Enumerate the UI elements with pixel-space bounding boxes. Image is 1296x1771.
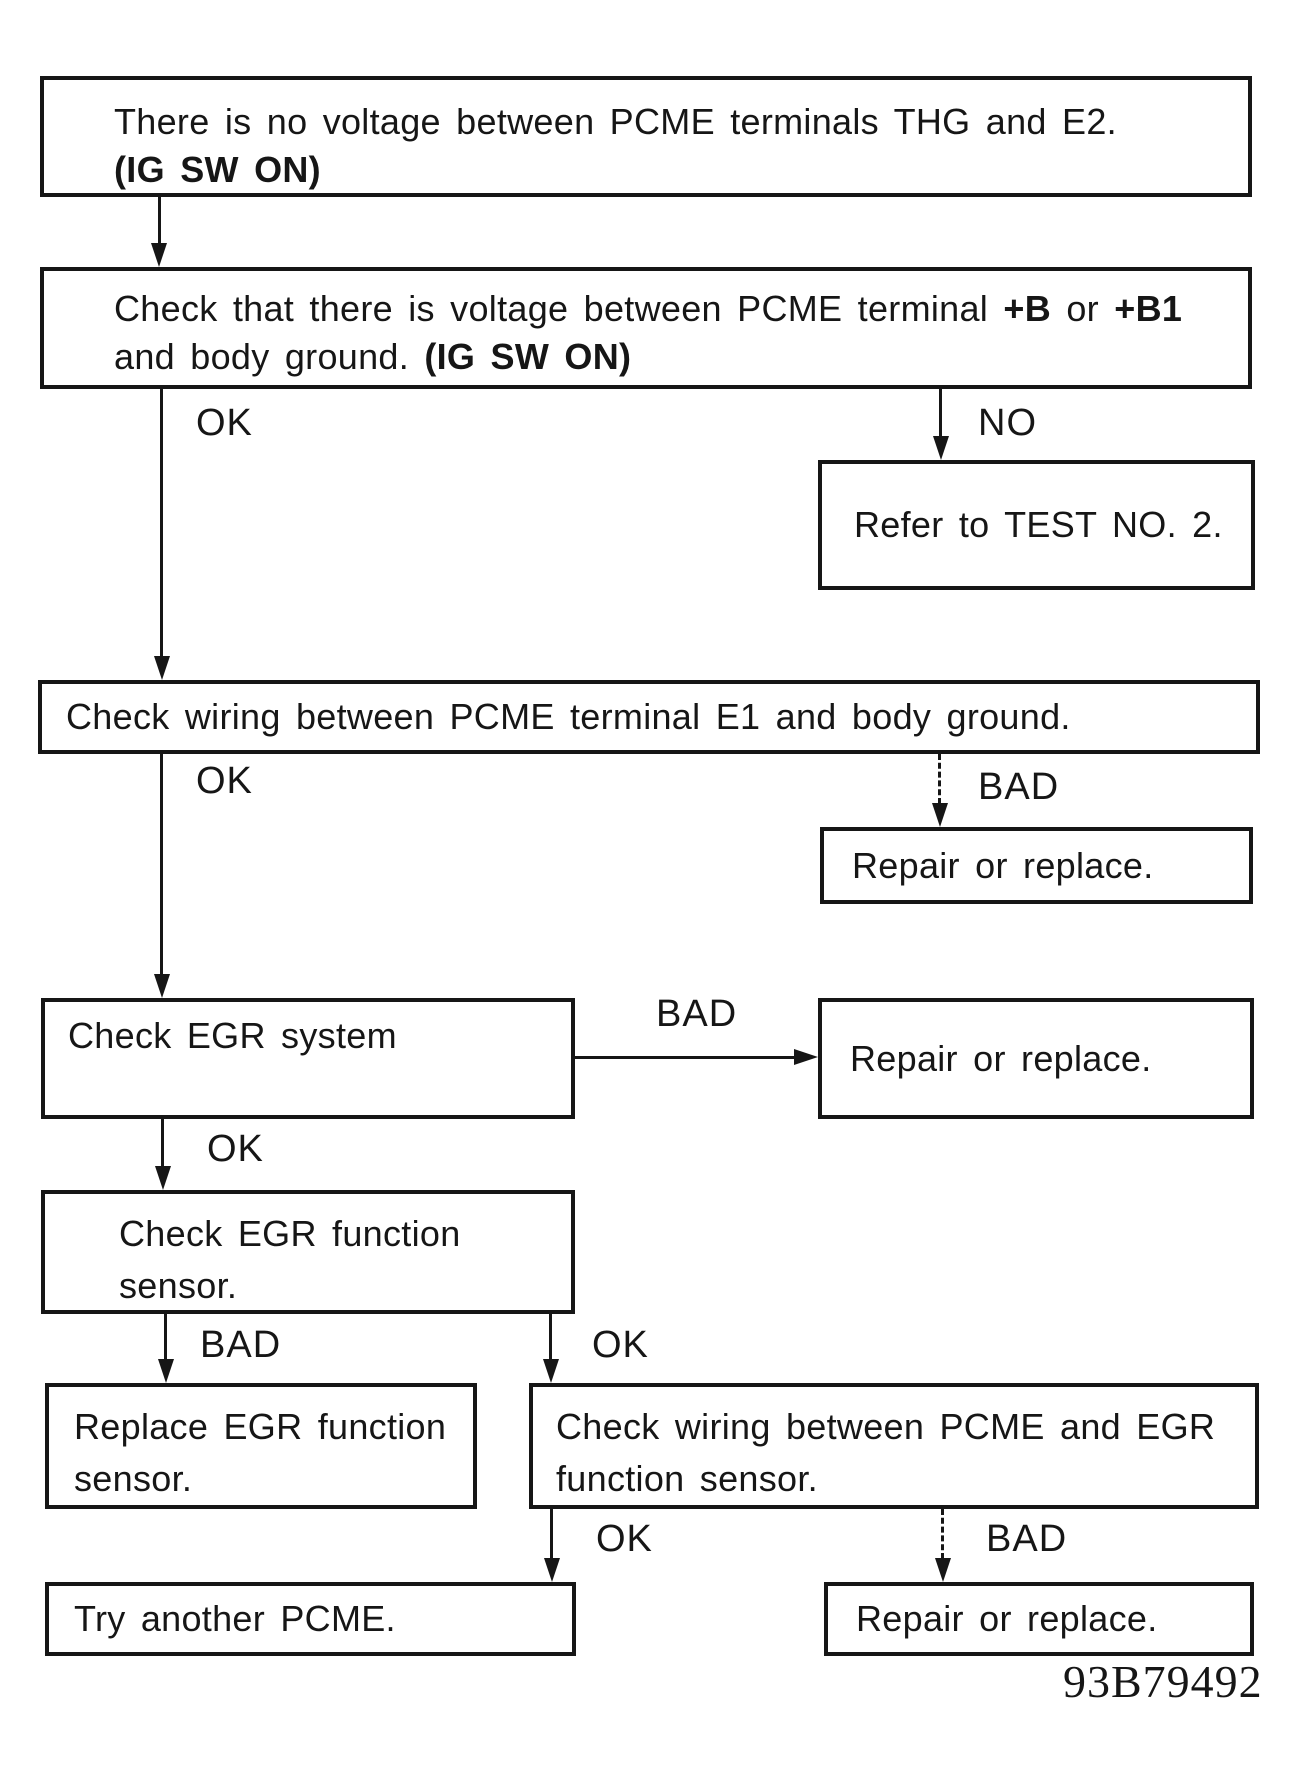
connector-ok-to-pcme-wiring xyxy=(549,1314,552,1361)
check-e1-wiring-text: Check wiring between PCME terminal E1 an… xyxy=(66,696,1071,737)
connector-ok-to-egr-arrowhead xyxy=(154,974,170,998)
label-ok-5: OK xyxy=(596,1518,653,1560)
refer-test-text: Refer to TEST NO. 2. xyxy=(854,504,1223,545)
check-b-voltage-line1: Check that there is voltage between PCME… xyxy=(114,285,1218,333)
replace-sensor-line1: Replace EGR function xyxy=(74,1406,447,1447)
check-egr-system-text: Check EGR system xyxy=(68,1015,397,1056)
check-b-voltage-line2-text: and body ground. xyxy=(114,336,425,377)
check-pcme-egr-line1: Check wiring between PCME and EGR xyxy=(556,1406,1216,1447)
ig-sw-on: (IG SW ON) xyxy=(424,336,632,377)
connector-ok-try-arrowhead xyxy=(544,1558,560,1582)
connector-ok-to-e1-arrowhead xyxy=(154,656,170,680)
check-egr-sensor-line2: sensor. xyxy=(119,1265,238,1306)
node-check-pcme-egr-wiring: Check wiring between PCME and EGR functi… xyxy=(529,1383,1259,1509)
repair-egr-text: Repair or replace. xyxy=(850,1037,1152,1079)
check-b-voltage-line2: and body ground. (IG SW ON) xyxy=(114,333,1218,381)
label-bad-4: BAD xyxy=(986,1518,1068,1560)
terminal-b1: +B1 xyxy=(1114,288,1183,329)
repair-e1-text: Repair or replace. xyxy=(852,844,1154,886)
replace-sensor-line2: sensor. xyxy=(74,1458,193,1499)
connector-problem-to-check-voltage xyxy=(158,197,161,245)
connector-bad-egr-arrowhead xyxy=(794,1049,818,1065)
connector-ok-to-egr-system xyxy=(160,754,163,976)
node-problem-statement: There is no voltage between PCME termina… xyxy=(40,76,1252,197)
label-ok-3: OK xyxy=(207,1128,264,1170)
node-try-another-pcme: Try another PCME. xyxy=(45,1582,576,1656)
check-b-voltage-line1-text: Check that there is voltage between PCME… xyxy=(114,288,1004,329)
check-egr-sensor-line1: Check EGR function xyxy=(119,1213,461,1254)
label-bad-2: BAD xyxy=(656,993,738,1035)
check-b-voltage-line1-or: or xyxy=(1051,288,1115,329)
problem-line1: There is no voltage between PCME termina… xyxy=(114,101,1117,142)
label-bad-1: BAD xyxy=(978,766,1060,808)
check-pcme-egr-line2: function sensor. xyxy=(556,1458,818,1499)
connector-bad-to-replace-sensor xyxy=(164,1314,167,1361)
connector-bad-e1-arrowhead xyxy=(932,803,948,827)
label-bad-3: BAD xyxy=(200,1324,282,1366)
node-repair-or-replace-2: Repair or replace. xyxy=(818,998,1254,1119)
connector-no-arrowhead xyxy=(933,436,949,460)
label-no-1: NO xyxy=(978,402,1037,444)
label-ok-4: OK xyxy=(592,1324,649,1366)
try-pcme-text: Try another PCME. xyxy=(74,1598,396,1639)
node-repair-or-replace-3: Repair or replace. xyxy=(824,1582,1254,1656)
connector-bad-to-repair-e1 xyxy=(938,754,941,804)
connector-ok-to-egr-sensor xyxy=(161,1119,164,1168)
connector-ok-to-e1-wiring xyxy=(160,389,163,657)
connector-no-to-refer-test xyxy=(939,389,942,438)
label-ok-2: OK xyxy=(196,760,253,802)
node-check-e1-wiring: Check wiring between PCME terminal E1 an… xyxy=(38,680,1260,754)
connector-bad-to-repair-egr xyxy=(575,1056,797,1059)
node-refer-test-no-2: Refer to TEST NO. 2. xyxy=(818,460,1255,590)
connector-problem-arrowhead xyxy=(151,243,167,267)
terminal-b: +B xyxy=(1003,288,1052,329)
label-ok-1: OK xyxy=(196,402,253,444)
connector-bad-wiring-arrowhead xyxy=(935,1558,951,1582)
repair-wiring-text: Repair or replace. xyxy=(856,1598,1158,1639)
node-repair-or-replace-1: Repair or replace. xyxy=(820,827,1253,904)
connector-ok-wiring-arrowhead xyxy=(543,1359,559,1383)
connector-ok-sensor-arrowhead xyxy=(155,1166,171,1190)
connector-bad-to-repair-wiring xyxy=(941,1509,944,1559)
node-replace-egr-function-sensor: Replace EGR function sensor. xyxy=(45,1383,477,1509)
node-check-egr-function-sensor: Check EGR function sensor. xyxy=(41,1190,575,1314)
figure-code: 93B79492 xyxy=(1063,1656,1263,1707)
node-check-b-voltage: Check that there is voltage between PCME… xyxy=(40,267,1252,389)
connector-bad-sensor-arrowhead xyxy=(158,1359,174,1383)
connector-ok-to-try-pcme xyxy=(550,1509,553,1560)
problem-line2: (IG SW ON) xyxy=(114,149,321,190)
node-check-egr-system: Check EGR system xyxy=(41,998,575,1119)
